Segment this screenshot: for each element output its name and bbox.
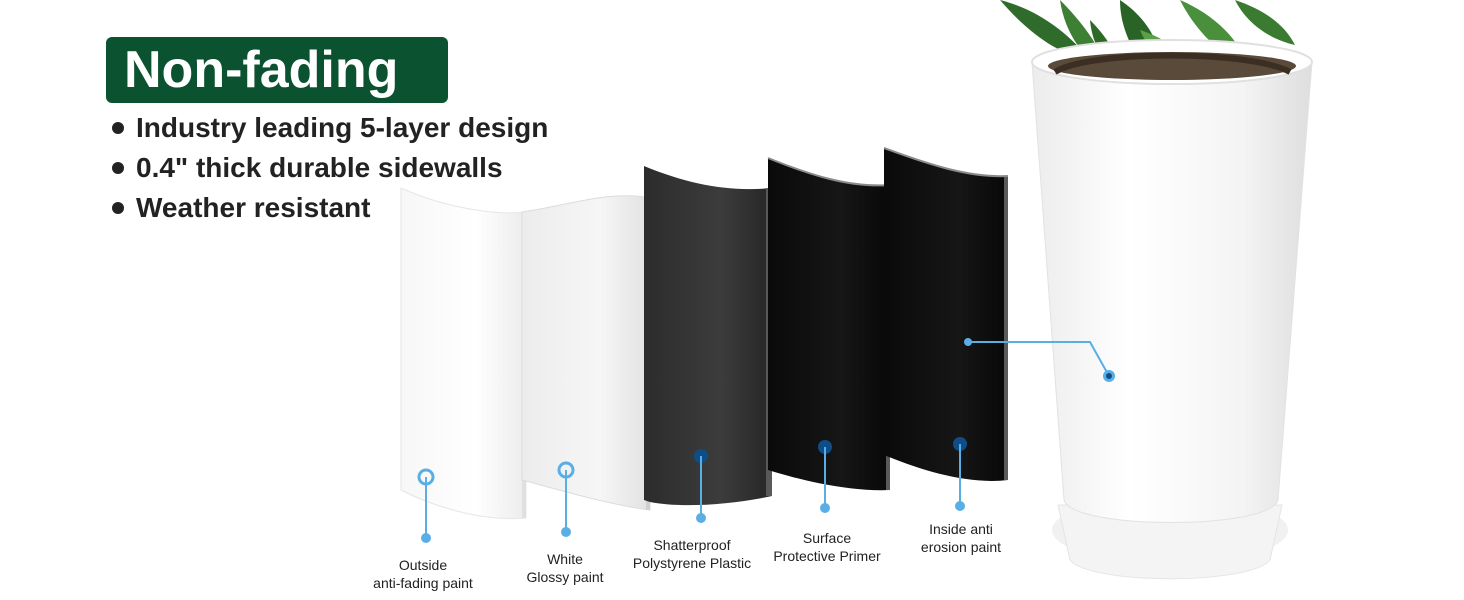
bullet-dot-icon (112, 162, 124, 174)
callout-outside (417, 468, 435, 543)
layer-label-line: Surface (802, 530, 852, 546)
feature-item: Industry leading 5-layer design (112, 108, 548, 148)
layer-slab-inside (883, 147, 1009, 481)
layer-label-line: Glossy paint (526, 569, 604, 585)
layer-label-line: White (547, 551, 583, 567)
feature-text: Weather resistant (136, 192, 371, 223)
layer-label-line: Protective Primer (773, 548, 881, 564)
callout-white-glossy (557, 461, 575, 537)
layer-label-line: Inside anti (929, 521, 993, 537)
layer-label-line: erosion paint (920, 539, 1002, 555)
layer-label-line: Shatterproof (653, 537, 731, 553)
layer-label-inside: Inside anti erosion paint (876, 520, 1046, 556)
callout-pot-pointer (964, 338, 1115, 382)
bullet-dot-icon (112, 202, 124, 214)
layer-label-white-glossy: White Glossy paint (480, 550, 650, 586)
layer-label-primer: Surface Protective Primer (742, 529, 912, 565)
callout-inside (953, 437, 967, 511)
layer-label-line: anti-fading paint (373, 575, 473, 591)
feature-text: 0.4" thick durable sidewalls (136, 152, 503, 183)
feature-list: Industry leading 5-layer design 0.4" thi… (112, 108, 548, 228)
layer-label-outside: Outside anti-fading paint (338, 556, 508, 592)
layer-slab-white-glossy (521, 195, 651, 511)
callout-polystyrene (694, 449, 708, 523)
bullet-dot-icon (112, 122, 124, 134)
layer-label-line: Outside (398, 557, 448, 573)
feature-text: Industry leading 5-layer design (136, 112, 549, 143)
layer-label-polystyrene: Shatterproof Polystyrene Plastic (607, 536, 777, 572)
headline-badge: Non-fading (106, 37, 448, 103)
feature-item: 0.4" thick durable sidewalls (112, 148, 548, 188)
headline-title: Non-fading (124, 41, 399, 99)
layer-label-line: Polystyrene Plastic (632, 555, 752, 571)
layer-slab-primer (767, 157, 891, 491)
callout-primer (818, 440, 832, 513)
layer-slab-outside (400, 187, 527, 520)
feature-item: Weather resistant (112, 188, 548, 228)
layer-slab-polystyrene (644, 166, 772, 506)
planter-pot (1031, 39, 1313, 580)
